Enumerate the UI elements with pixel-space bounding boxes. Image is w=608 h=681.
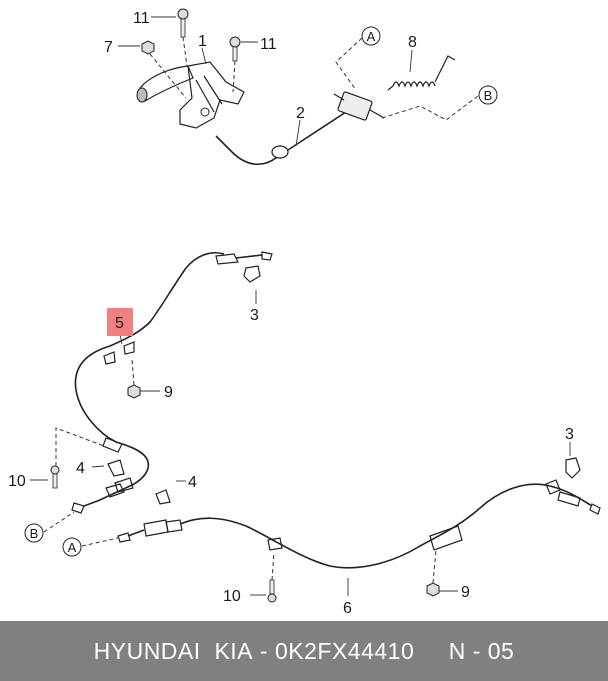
svg-text:A: A [68, 540, 77, 555]
svg-text:A: A [367, 29, 376, 44]
bolt-11-top [177, 8, 189, 38]
part-number-footer: HYUNDAI KIA - 0K2FX44410 N - 05 [0, 621, 608, 681]
bolt-10-bottom [267, 579, 277, 603]
footer-brand: HYUNDAI [93, 637, 201, 664]
nut-7 [141, 40, 155, 55]
callout-6: 6 [343, 600, 352, 617]
nut-9-right [426, 582, 440, 597]
callout-5: 5 [115, 315, 124, 332]
bolt-10-left [50, 465, 60, 489]
parking-brake-lever [136, 61, 245, 129]
svg-text:B: B [30, 526, 39, 541]
callout-11-right: 11 [260, 36, 277, 53]
callout-7: 7 [104, 39, 113, 56]
callout-10-left: 10 [8, 473, 26, 490]
callout-3-top: 3 [250, 307, 259, 324]
clip-3-right [565, 457, 581, 479]
front-cable-2 [215, 91, 385, 165]
callout-4-left: 4 [76, 460, 85, 477]
ref-b-left: B [24, 523, 44, 543]
ref-b-top: B [478, 85, 498, 105]
callout-2: 2 [296, 105, 305, 122]
svg-text:B: B [484, 88, 493, 103]
footer-page: N - 05 [448, 637, 515, 664]
bracket-4-mid [155, 489, 171, 505]
callout-3-right: 3 [565, 426, 574, 443]
rear-cable-6-right [117, 479, 601, 569]
bolt-11-right [229, 36, 241, 62]
footer-part-number: 0K2FX44410 [274, 637, 415, 664]
ref-a-left: A [62, 537, 82, 557]
callout-1: 1 [198, 33, 207, 50]
nut-9-left [127, 384, 141, 399]
bracket-4-left [107, 459, 125, 477]
callout-10-bottom: 10 [223, 588, 241, 605]
ref-a-top: A [361, 26, 381, 46]
callout-9-left: 9 [164, 384, 173, 401]
parts-diagram: .ln { fill: none; stroke: #222; stroke-w… [8, 8, 601, 617]
footer-make: KIA [214, 637, 254, 664]
callout-4-mid: 4 [188, 474, 197, 491]
callout-9-right: 9 [461, 584, 470, 601]
callout-8: 8 [408, 34, 417, 51]
rear-cable-5-left [71, 251, 273, 514]
callout-11-top: 11 [133, 10, 150, 27]
spring-8 [387, 55, 456, 91]
callout-5-highlight [107, 308, 133, 336]
